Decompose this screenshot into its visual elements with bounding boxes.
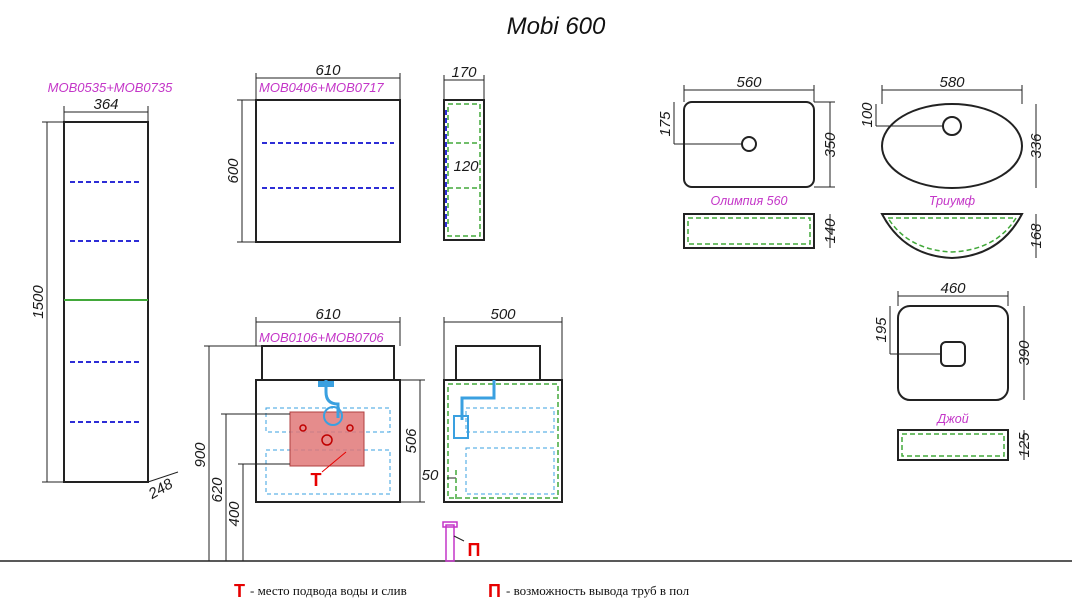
basin-triumph: 580 100 336 Триумф 168 (859, 74, 1045, 260)
mirror-depth-value: 170 (451, 64, 477, 81)
basin-joy: 460 195 390 Джой 125 (873, 280, 1033, 461)
column-outline (63, 121, 149, 483)
vanity-side-view: 500 50 (422, 306, 563, 503)
olympia-width-value: 560 (736, 74, 762, 91)
water-connection-zone (289, 411, 365, 467)
vanity-depth-value: 500 (490, 306, 516, 323)
drawing-title: Mobi 600 (507, 13, 606, 40)
mirror-side-view: 170 120 (443, 64, 485, 241)
column-height-value: 1500 (30, 285, 47, 319)
vanity-side-body (443, 379, 563, 503)
vanity-body (255, 379, 401, 503)
joy-width-value: 460 (940, 280, 966, 297)
triumph-depth-value: 336 (1028, 133, 1045, 159)
triumph-height-value: 168 (1028, 223, 1045, 249)
drain-outlet-icon (321, 434, 333, 446)
mirror-side-inner (447, 103, 481, 237)
triumph-front-outline (880, 213, 1024, 260)
triumph-drain-offset-value: 100 (859, 102, 876, 128)
mirror-shelf-value: 120 (453, 158, 479, 175)
joy-height-value: 125 (1016, 432, 1033, 458)
legend: Т - место подвода воды и слив П - возмож… (234, 581, 690, 601)
joy-drain-icon (940, 341, 966, 367)
floor-pipe-outlet: П (442, 521, 481, 562)
joy-top-outline (897, 305, 1009, 401)
triumph-drain-icon (942, 116, 962, 136)
legend-mark-t: Т (234, 581, 245, 601)
olympia-drain-icon (741, 136, 757, 152)
column-depth-dimline (147, 471, 179, 483)
olympia-depth-value: 350 (822, 132, 839, 158)
column-depth-value: 248 (145, 475, 177, 503)
vanity-basin-front (261, 345, 395, 381)
side-siphon-icon (460, 380, 496, 420)
olympia-drain-offset-value: 175 (657, 111, 674, 137)
column-width-value: 364 (93, 96, 118, 113)
mirror-side-outline (443, 99, 485, 241)
vanity-code: MOB0106+MOB0706 (259, 330, 384, 345)
vanity-side-basin (455, 345, 541, 381)
mirror-outline (255, 99, 401, 243)
legend-text-t: - место подвода воды и слив (250, 583, 407, 598)
vanity-total-height-value: 900 (192, 442, 209, 468)
joy-drain-offset-value: 195 (873, 317, 890, 343)
siphon-icon (324, 380, 340, 418)
mirror-height-value: 600 (225, 158, 242, 184)
triumph-top-outline (881, 103, 1023, 189)
column-code: MOB0535+MOB0735 (48, 80, 173, 95)
water-inlet-icon (346, 424, 354, 432)
basin-olympia: 560 175 350 Олимпия 560 140 (657, 74, 839, 249)
olympia-height-value: 140 (822, 218, 839, 244)
mirror-width-value: 610 (315, 62, 341, 79)
triumph-width-value: 580 (939, 74, 965, 91)
floor-pipe-icon (445, 524, 455, 562)
connection-marker: Т (311, 470, 322, 490)
mirror-cabinet: 610 MOB0406+MOB0717 600 (225, 62, 401, 243)
water-inlet-icon (299, 424, 307, 432)
vanity-body-height-value: 506 (403, 428, 420, 454)
inlet-height-value: 400 (226, 501, 243, 527)
vanity-front-view: 610 MOB0106+MOB0706 Т 900 620 400 (0, 306, 1072, 562)
floor-outlet-marker: П (468, 540, 481, 560)
vanity-side-offset-value: 50 (422, 467, 439, 484)
column-cabinet: MOB0535+MOB0735 364 1500 248 (30, 80, 179, 503)
legend-mark-p: П (488, 581, 501, 601)
joy-front-outline (897, 429, 1009, 461)
mirror-code: MOB0406+MOB0717 (259, 80, 384, 95)
joy-name: Джой (935, 412, 968, 426)
outlet-height-value: 620 (209, 477, 226, 503)
vanity-width-value: 610 (315, 306, 341, 323)
olympia-name: Олимпия 560 (711, 194, 788, 208)
joy-depth-value: 390 (1016, 340, 1033, 366)
olympia-front-outline (683, 213, 815, 249)
triumph-name: Триумф (929, 194, 976, 208)
legend-text-p: - возможность вывода труб в пол (506, 583, 690, 598)
